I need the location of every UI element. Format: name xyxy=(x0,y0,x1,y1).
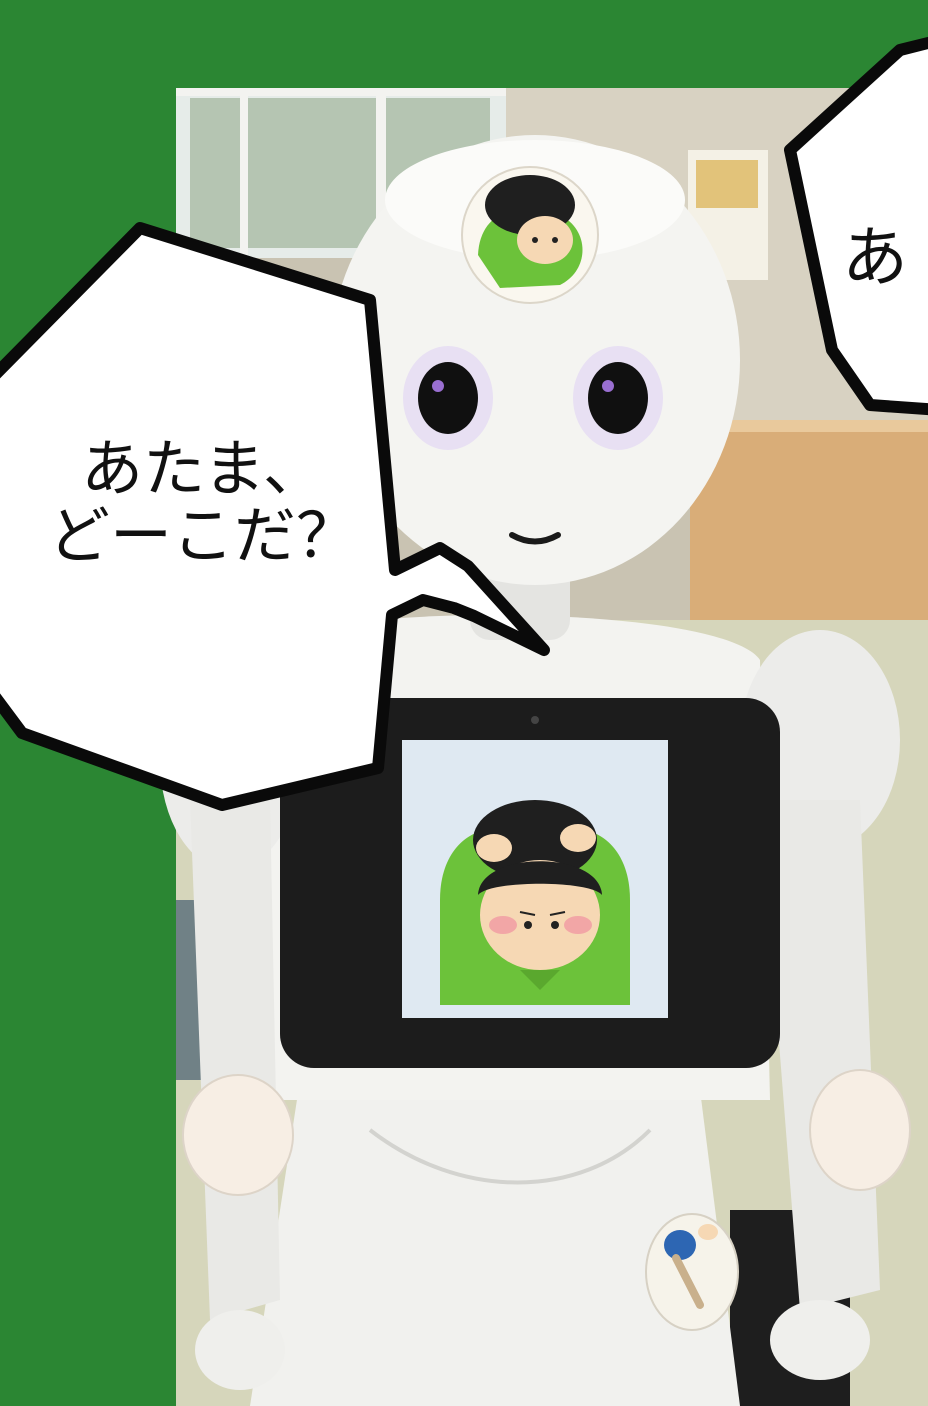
speech-bubble-right xyxy=(784,36,928,416)
speech-bubble-right-text: あ xyxy=(842,219,908,296)
head-sticker-icon xyxy=(461,166,599,304)
speech-bubble-left-text: あたま、 どーこだ？ xyxy=(8,432,398,572)
bubble-line-1: あたま、 xyxy=(81,432,325,505)
bubble-line-2: どーこだ？ xyxy=(47,498,358,572)
leg-sticker-icon xyxy=(645,1213,739,1331)
tablet xyxy=(280,698,780,1068)
speech-bubble-left xyxy=(0,222,550,811)
tablet-character-icon xyxy=(440,800,630,1005)
